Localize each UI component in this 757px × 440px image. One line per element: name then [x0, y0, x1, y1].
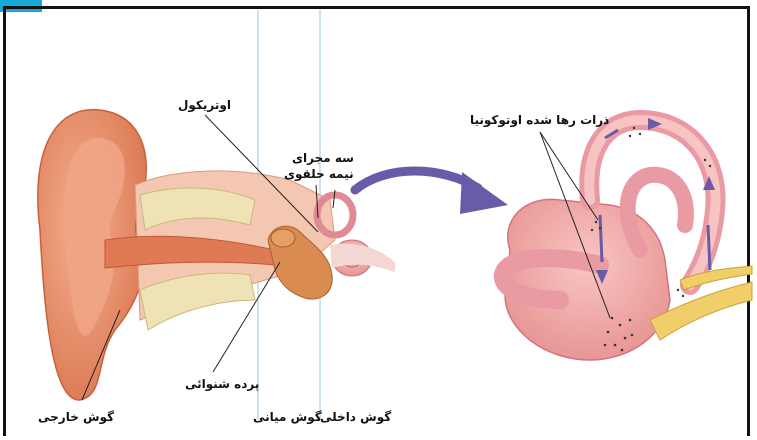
enlarged-inner-ear: [503, 118, 752, 360]
label-auricle: اوتریکول: [178, 98, 231, 113]
magnify-arrow: [355, 171, 508, 214]
label-canals-line2: نیمه حلقوی: [284, 167, 354, 182]
label-canals-line1: سه مجرای: [292, 151, 354, 166]
label-eardrum: پرده شنوائی: [185, 377, 259, 392]
label-otoconia: ذرات رها شده اوتوکونیا: [470, 113, 609, 128]
label-inner-ear: گوش داخلی: [320, 410, 391, 425]
label-middle-ear: گوش میانی: [253, 410, 322, 425]
label-outer-ear: گوش خارجی: [38, 410, 114, 425]
